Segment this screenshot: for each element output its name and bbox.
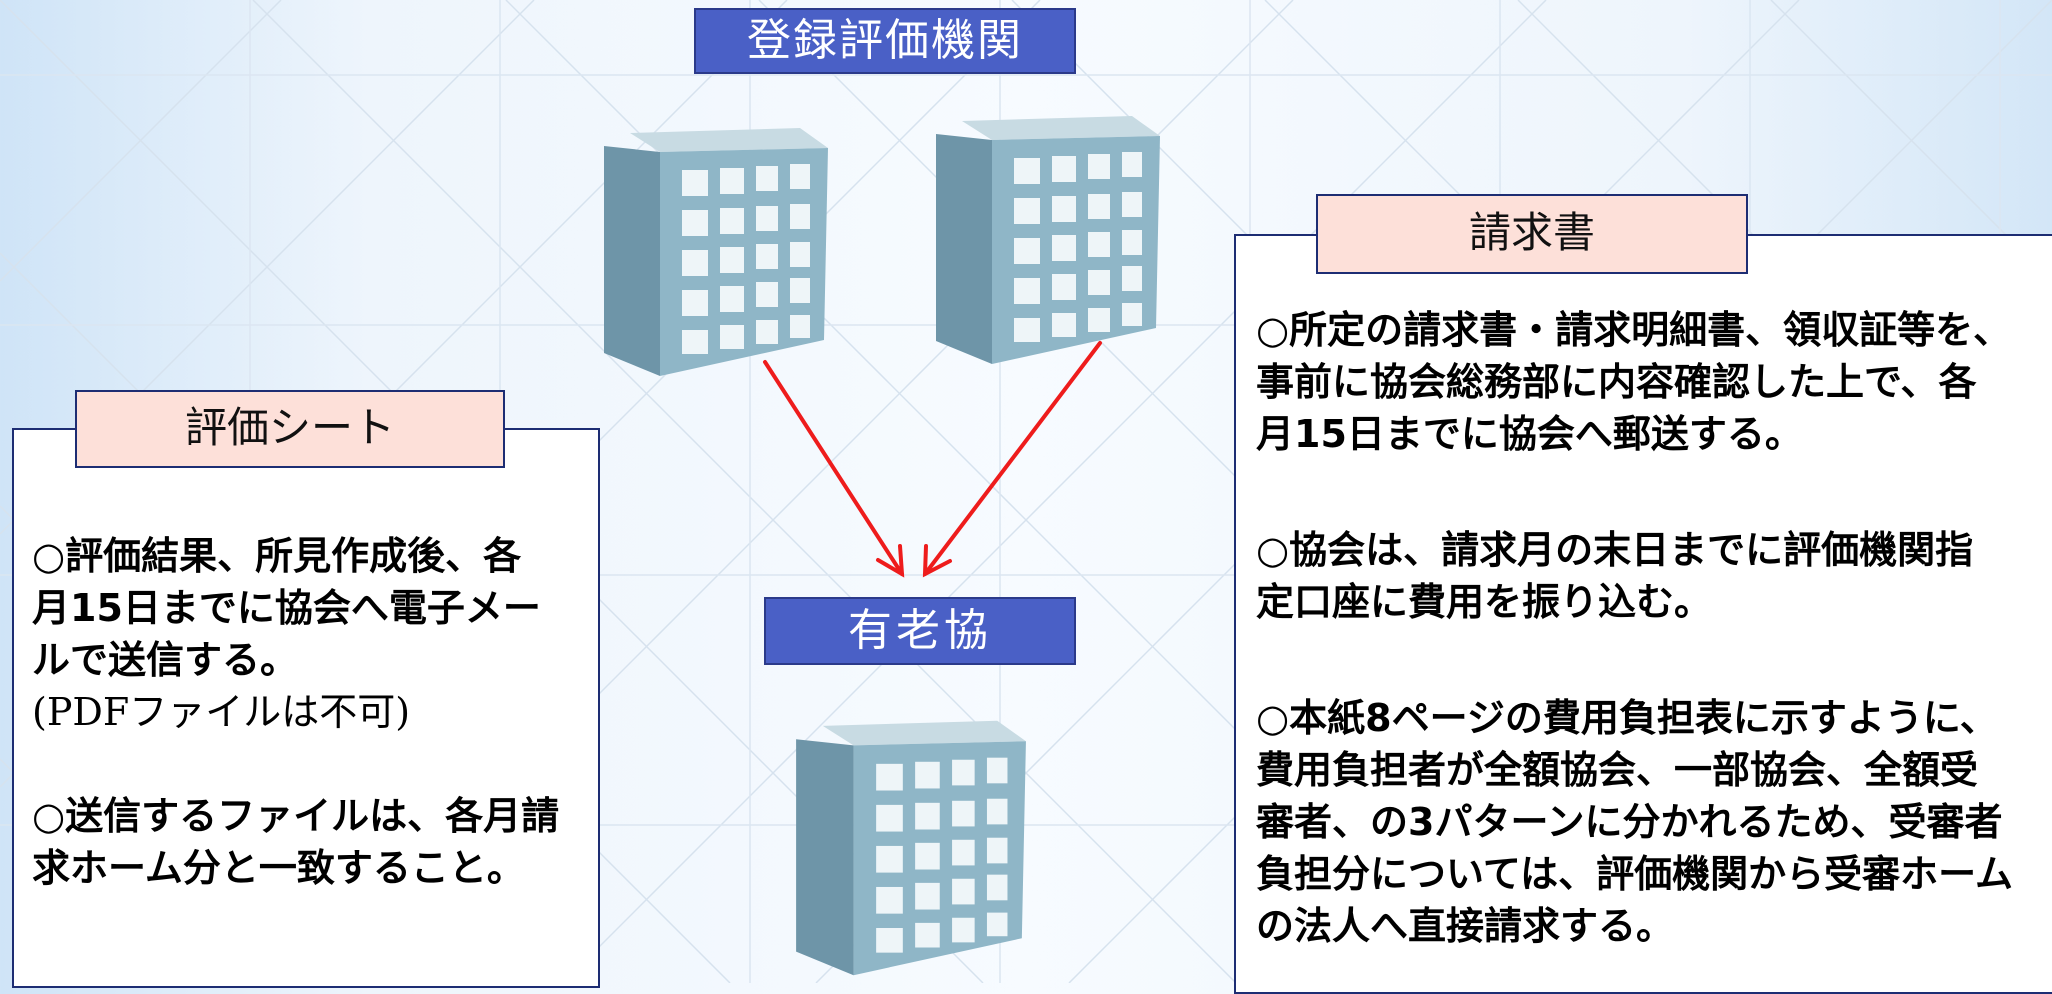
invoice-title: 請求書 bbox=[1316, 194, 1748, 274]
text-line: 月15日までに協会へ電子メー bbox=[32, 586, 541, 630]
text-line: 定口座に費用を振り込む。 bbox=[1256, 580, 1713, 624]
text-line: ルで送信する。 bbox=[32, 638, 299, 682]
center-label: 有老協 bbox=[764, 597, 1076, 665]
evaluation-sheet-item-2: ○送信するファイルは、各月請 求ホーム分と一致すること。 bbox=[32, 790, 592, 894]
building-icon-center bbox=[796, 720, 1026, 976]
text-line: ○送信するファイルは、各月請 bbox=[32, 794, 560, 838]
text-line: ○評価結果、所見作成後、各 bbox=[32, 534, 522, 578]
invoice-item-3: ○本紙8ページの費用負担表に示すように、 費用負担者が全額協会、一部協会、全額受… bbox=[1256, 692, 2052, 952]
invoice-text: ○所定の請求書・請求明細書、領収証等を、 事前に協会総務部に内容確認した上で、各… bbox=[1256, 304, 2052, 952]
arrow-right bbox=[922, 341, 1102, 578]
text-line: ○協会は、請求月の末日までに評価機関指 bbox=[1256, 528, 1974, 572]
text-line: 費用負担者が全額協会、一部協会、全額受 bbox=[1256, 748, 1979, 792]
text-line: ○所定の請求書・請求明細書、領収証等を、 bbox=[1256, 308, 2012, 352]
text-line: ○本紙8ページの費用負担表に示すように、 bbox=[1256, 696, 1998, 740]
arrow-left bbox=[763, 360, 905, 578]
evaluation-sheet-item-1: ○評価結果、所見作成後、各 月15日までに協会へ電子メー ルで送信する。 (PD… bbox=[32, 530, 592, 738]
invoice-panel: ○所定の請求書・請求明細書、領収証等を、 事前に協会総務部に内容確認した上で、各… bbox=[1234, 234, 2052, 994]
invoice-item-2: ○協会は、請求月の末日までに評価機関指 定口座に費用を振り込む。 bbox=[1256, 524, 2052, 628]
pdf-note: (PDFファイルは不可) bbox=[32, 690, 411, 734]
evaluation-sheet-text: ○評価結果、所見作成後、各 月15日までに協会へ電子メー ルで送信する。 (PD… bbox=[32, 530, 592, 894]
evaluation-sheet-panel: ○評価結果、所見作成後、各 月15日までに協会へ電子メー ルで送信する。 (PD… bbox=[12, 428, 600, 988]
top-label: 登録評価機関 bbox=[694, 8, 1076, 74]
text-line: 月15日までに協会へ郵送する。 bbox=[1256, 412, 1803, 456]
invoice-item-1: ○所定の請求書・請求明細書、領収証等を、 事前に協会総務部に内容確認した上で、各… bbox=[1256, 304, 2052, 460]
evaluation-sheet-title: 評価シート bbox=[75, 390, 505, 468]
text-line: 負担分については、評価機関から受審ホーム bbox=[1256, 852, 2013, 896]
text-line: 事前に協会総務部に内容確認した上で、各 bbox=[1256, 360, 1977, 404]
text-line: の法人へ直接請求する。 bbox=[1256, 904, 1675, 948]
building-icon-right bbox=[936, 116, 1160, 364]
text-line: 求ホーム分と一致すること。 bbox=[32, 846, 525, 890]
text-line: 審者、の3パターンに分かれるため、受審者 bbox=[1256, 800, 2003, 844]
building-icon-left bbox=[604, 128, 828, 376]
